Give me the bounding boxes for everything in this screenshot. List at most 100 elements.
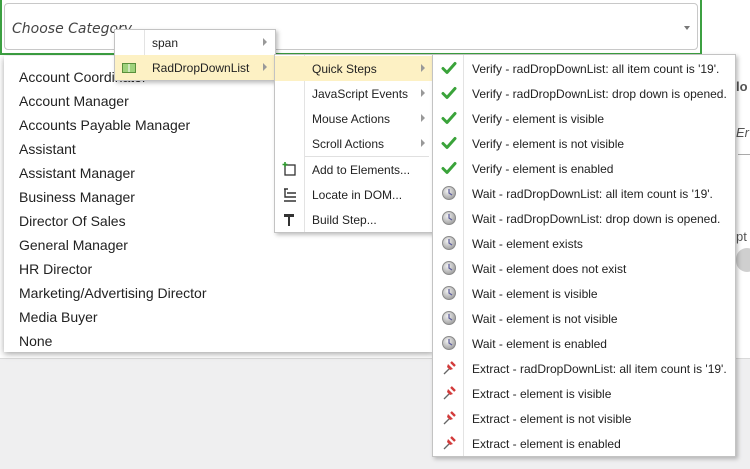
chevron-down-icon[interactable] [684,26,690,30]
menu-item-build-step[interactable]: Build Step... [275,207,433,232]
wait-icon [441,260,457,276]
menu-item-label: Wait - radDropDownList: all item count i… [472,187,713,201]
menu-item-quick-step[interactable]: Wait - element exists [433,231,735,256]
element-context-menu: span RadDropDownList [114,29,276,81]
list-item[interactable]: Assistant Manager [19,165,135,181]
menu-item-label: RadDropDownList [152,61,250,75]
menu-item-label: Wait - element exists [472,237,583,251]
list-item[interactable]: Account Manager [19,93,129,109]
wait-icon [441,235,457,251]
menu-item-quick-step[interactable]: Extract - element is not visible [433,406,735,431]
extract-icon [441,410,457,426]
check-icon [441,160,457,176]
menu-item-raddropdownlist[interactable]: RadDropDownList [115,55,275,80]
chevron-right-icon [263,38,267,46]
menu-item-label: Wait - element is visible [472,287,598,301]
chevron-right-icon [421,89,425,97]
menu-item-add-to-elements[interactable]: Add to Elements... [275,157,433,182]
list-item[interactable]: HR Director [19,261,93,277]
table-icon [122,63,136,73]
menu-item-quick-steps[interactable]: Quick Steps [275,56,433,81]
menu-item-quick-step[interactable]: Verify - element is enabled [433,156,735,181]
page-heading-fragment: lo [736,79,748,94]
menu-item-quick-step[interactable]: Verify - radDropDownList: drop down is o… [433,81,735,106]
list-item[interactable]: Accounts Payable Manager [19,117,191,133]
list-item[interactable]: Marketing/Advertising Director [19,285,207,301]
menu-item-label: Scroll Actions [312,137,385,151]
menu-item-label: Extract - element is visible [472,387,612,401]
menu-item-quick-step[interactable]: Extract - radDropDownList: all item coun… [433,356,735,381]
menu-item-quick-step[interactable]: Wait - element is enabled [433,331,735,356]
menu-item-quick-step[interactable]: Wait - element is visible [433,281,735,306]
menu-item-locate-in-dom[interactable]: Locate in DOM... [275,182,433,207]
menu-item-label: Verify - element is visible [472,112,605,126]
wait-icon [441,185,457,201]
menu-item-label: Verify - element is enabled [472,162,614,176]
list-item[interactable]: Director Of Sales [19,213,126,229]
check-icon [441,110,457,126]
list-item[interactable]: General Manager [19,237,128,253]
menu-item-scroll-actions[interactable]: Scroll Actions [275,131,433,156]
menu-gutter [433,55,464,456]
menu-item-label: Verify - radDropDownList: drop down is o… [472,87,727,101]
menu-gutter [275,55,305,232]
tree-structure-icon [282,186,298,202]
menu-item-quick-step[interactable]: Wait - radDropDownList: all item count i… [433,181,735,206]
menu-item-label: Locate in DOM... [312,188,403,202]
menu-item-quick-step[interactable]: Wait - element does not exist [433,256,735,281]
menu-separator [305,156,429,157]
list-item[interactable]: None [19,333,53,349]
menu-item-quick-step[interactable]: Verify - element is visible [433,106,735,131]
extract-icon [441,435,457,451]
menu-item-label: Verify - radDropDownList: all item count… [472,62,720,76]
wait-icon [441,310,457,326]
option-label-fragment: pt [736,229,747,244]
menu-item-label: Add to Elements... [312,163,411,177]
menu-item-label: Wait - element is not visible [472,312,618,326]
menu-item-span[interactable]: span [115,30,275,55]
menu-item-quick-step[interactable]: Verify - radDropDownList: all item count… [433,56,735,81]
check-icon [441,60,457,76]
chevron-right-icon [421,139,425,147]
extract-icon [441,360,457,376]
chevron-right-icon [263,63,267,71]
menu-item-label: Verify - element is not visible [472,137,625,151]
category-dropdown-value: Choose Category [12,21,133,37]
toggle-switch[interactable] [736,248,750,272]
wait-icon [441,210,457,226]
hammer-icon [282,211,298,227]
menu-item-mouse-actions[interactable]: Mouse Actions [275,106,433,131]
menu-item-javascript-events[interactable]: JavaScript Events [275,81,433,106]
menu-item-quick-step[interactable]: Wait - element is not visible [433,306,735,331]
menu-item-label: Mouse Actions [312,112,391,126]
chevron-right-icon [421,114,425,122]
menu-item-label: Extract - radDropDownList: all item coun… [472,362,727,376]
menu-item-label: span [152,36,179,50]
list-item[interactable]: Assistant [19,141,76,157]
wait-icon [441,285,457,301]
menu-item-label: Wait - element is enabled [472,337,607,351]
list-item[interactable]: Business Manager [19,189,135,205]
category-dropdown[interactable]: Choose Category [4,3,698,50]
quick-steps-menu: Verify - radDropDownList: all item count… [432,54,736,457]
menu-item-label: Wait - element does not exist [472,262,627,276]
list-item[interactable]: Media Buyer [19,309,98,325]
check-icon [441,85,457,101]
menu-item-quick-step[interactable]: Extract - element is visible [433,381,735,406]
menu-item-quick-step[interactable]: Extract - element is enabled [433,431,735,456]
extract-icon [441,385,457,401]
menu-item-label: JavaScript Events [312,87,409,101]
menu-item-quick-step[interactable]: Wait - radDropDownList: drop down is ope… [433,206,735,231]
input-placeholder-fragment[interactable]: Er [736,125,749,140]
add-element-icon [282,161,298,177]
element-actions-menu: Quick Steps JavaScript Events Mouse Acti… [274,54,434,233]
menu-item-label: Wait - radDropDownList: drop down is ope… [472,212,721,226]
menu-item-label: Extract - element is not visible [472,412,632,426]
menu-item-label: Build Step... [312,213,377,227]
menu-item-label: Extract - element is enabled [472,437,621,451]
chevron-right-icon [421,64,425,72]
menu-item-label: Quick Steps [312,62,377,76]
input-underline [738,154,750,155]
menu-item-quick-step[interactable]: Verify - element is not visible [433,131,735,156]
check-icon [441,135,457,151]
